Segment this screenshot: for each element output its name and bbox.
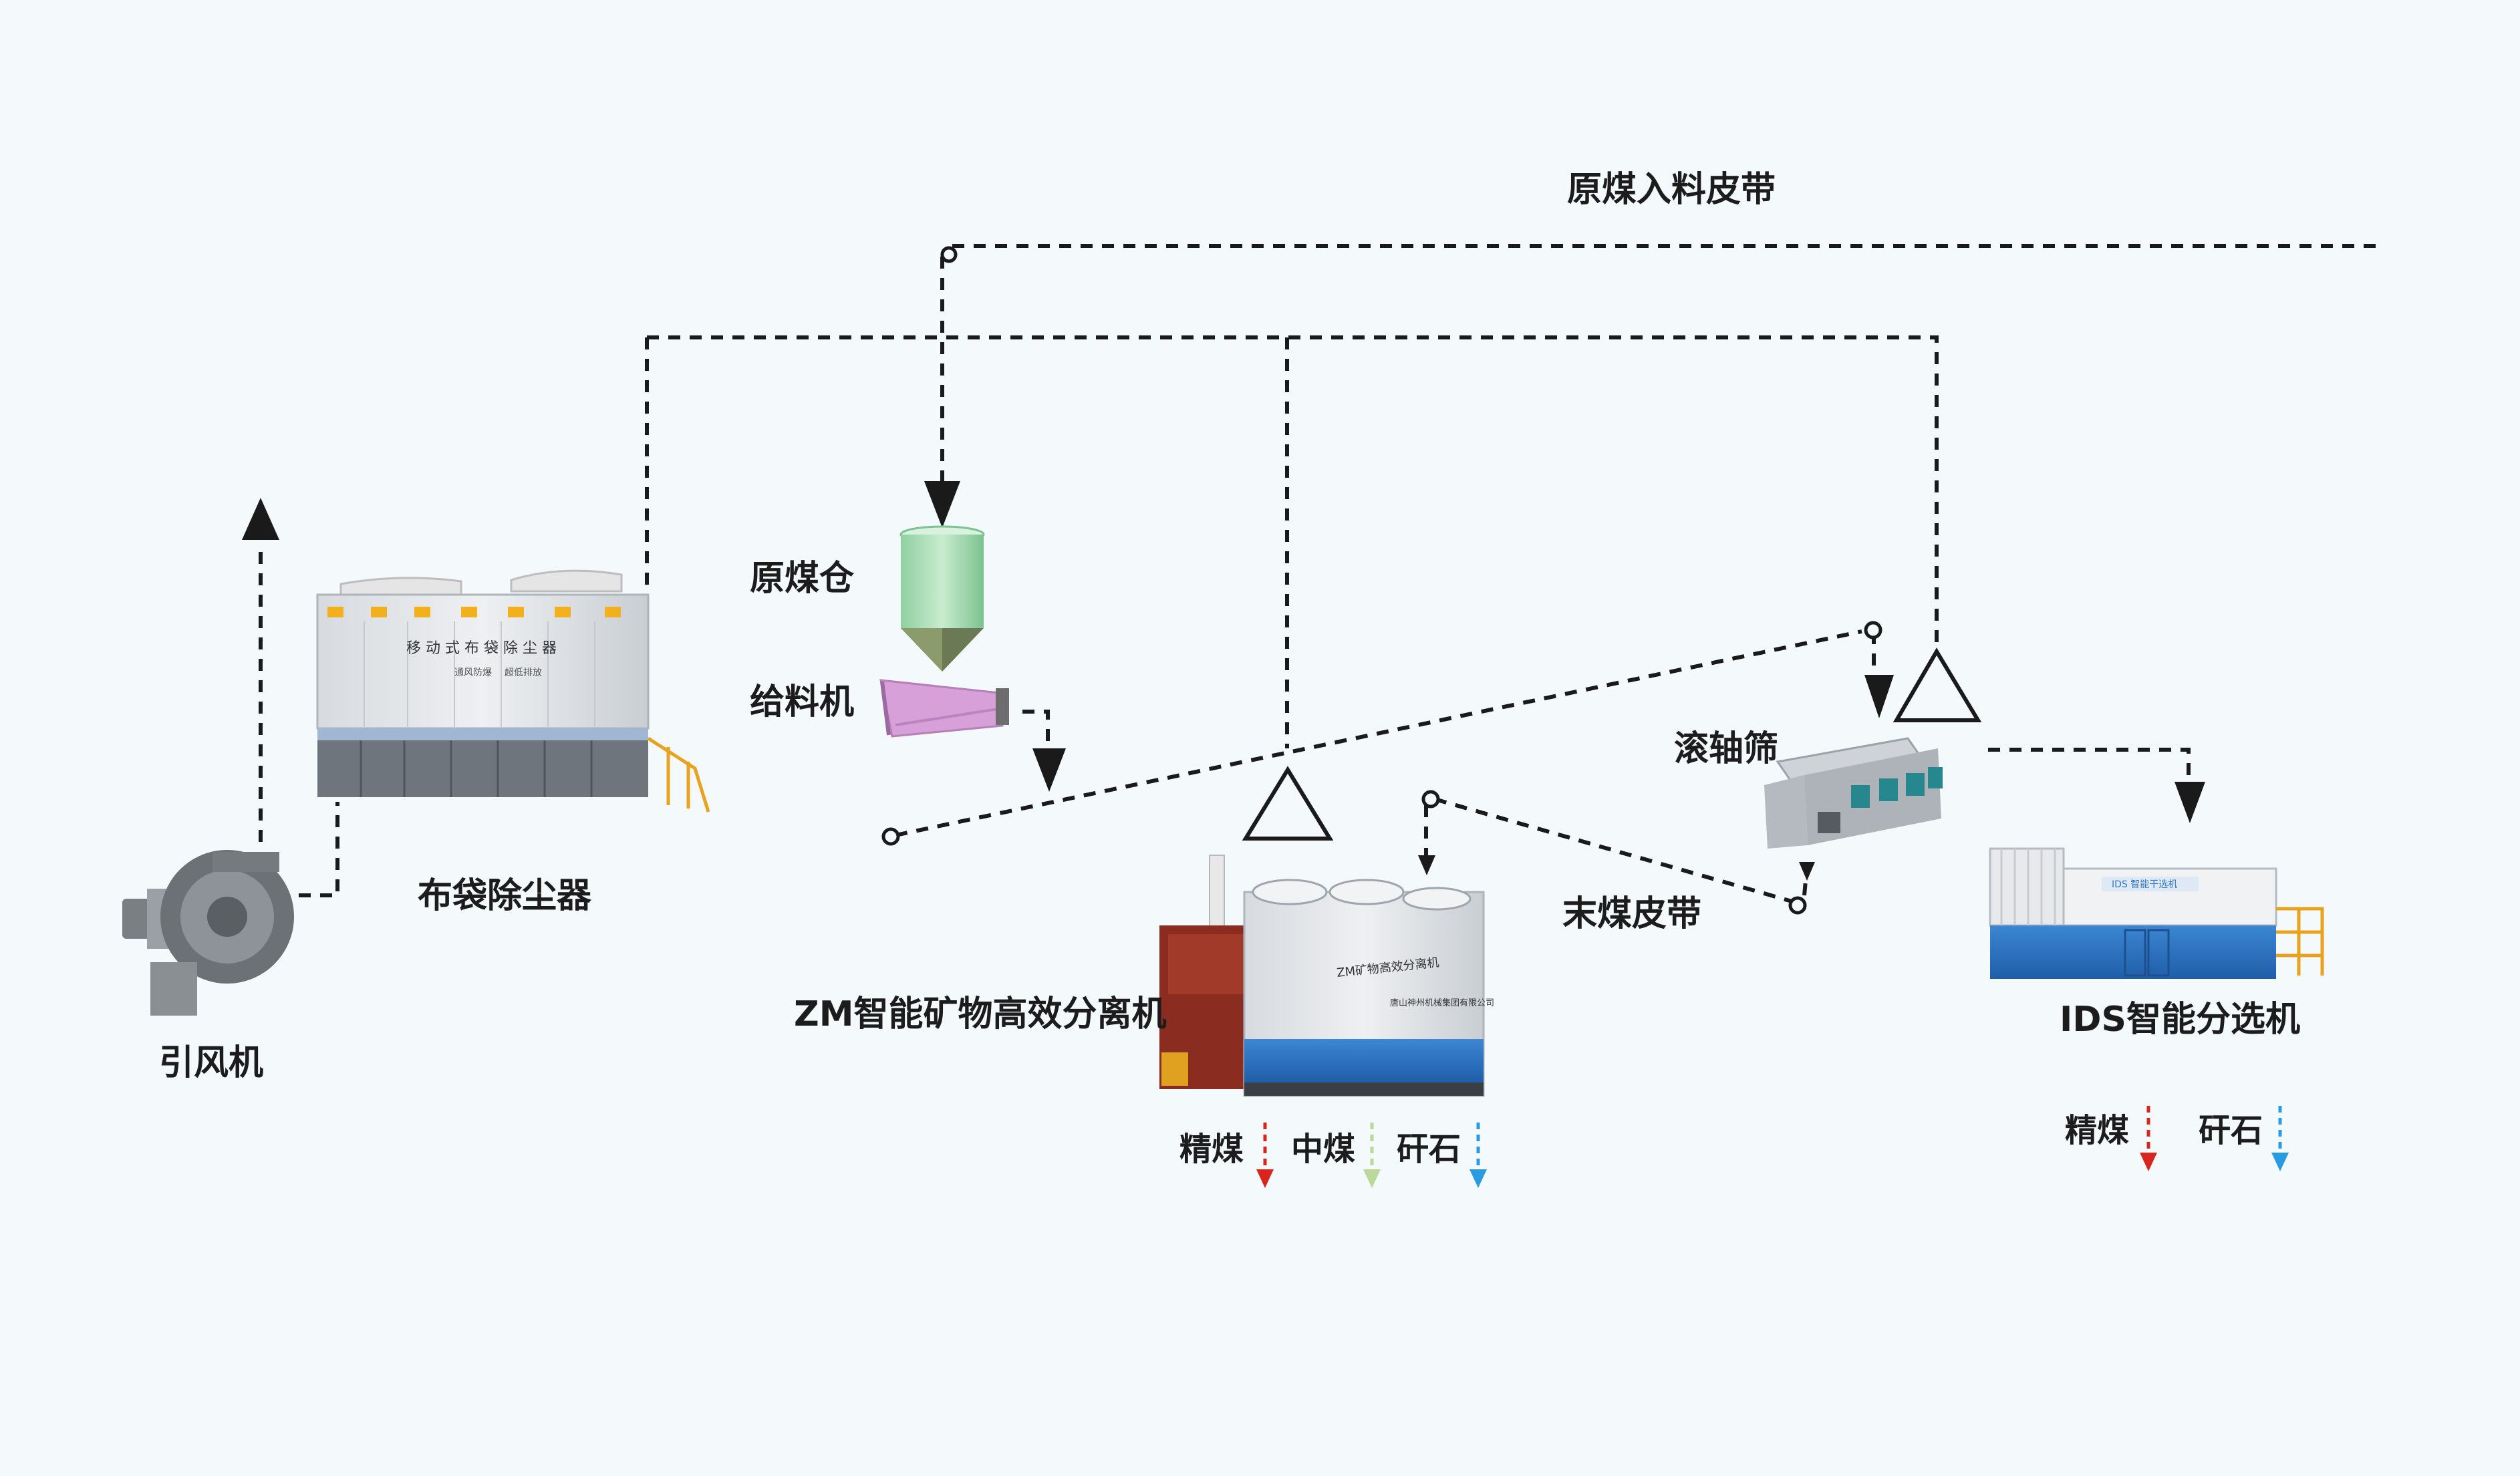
dust-duct-top bbox=[647, 335, 1939, 648]
arrow-down-icon bbox=[1418, 855, 1435, 875]
feeder-discharge-line bbox=[1022, 710, 1050, 752]
induced-fan-illustration bbox=[122, 850, 294, 1016]
belt-pulley-icon bbox=[1788, 896, 1807, 915]
dust-hood-icon bbox=[1893, 647, 1982, 722]
belt-pulley-icon bbox=[940, 246, 958, 263]
ids-output-concentrate: 精煤 bbox=[2065, 1112, 2130, 1149]
zm-output-concentrate: 精煤 bbox=[1179, 1131, 1244, 1168]
dust-collector-panel-text: 移 动 式 布 袋 除 尘 器 bbox=[406, 640, 557, 657]
arrow-down-icon bbox=[1032, 748, 1066, 792]
zm-output-gangue: 矸石 bbox=[1397, 1131, 1461, 1168]
fine-coal-belt-label: 末煤皮带 bbox=[1562, 894, 1702, 934]
raw-coal-bin-illustration bbox=[899, 525, 985, 672]
ids-separator-illustration bbox=[1989, 847, 2324, 979]
induced-fan-label: 引风机 bbox=[159, 1043, 264, 1083]
dust-collector-slogan: 超低排放 bbox=[505, 668, 542, 678]
arrow-down-icon bbox=[1864, 675, 1894, 718]
roller-screen-label: 滚轴筛 bbox=[1674, 729, 1779, 769]
arrow-up-icon bbox=[242, 498, 279, 540]
ids-separator-label: IDS智能分选机 bbox=[2060, 1000, 2300, 1040]
dust-collector-slogan: 通风防爆 bbox=[454, 668, 492, 678]
zm-output-middling: 中煤 bbox=[1291, 1131, 1356, 1168]
arrow-down-icon bbox=[924, 481, 960, 528]
ids-banner-text: IDS 智能干选机 bbox=[2112, 879, 2178, 890]
ids-output-gangue: 矸石 bbox=[2199, 1112, 2263, 1149]
zm-company-text: 唐山神州机械集团有限公司 bbox=[1390, 998, 1495, 1008]
raw-coal-belt-label: 原煤入料皮带 bbox=[1567, 170, 1776, 210]
fine-coal-belt-line bbox=[1434, 797, 1795, 904]
belt-pulley-icon bbox=[881, 827, 900, 846]
feeder-label: 给料机 bbox=[750, 682, 855, 722]
belt-pulley-icon bbox=[1864, 621, 1882, 639]
bag-dust-collector-illustration bbox=[316, 569, 710, 813]
dust-hood-icon bbox=[1242, 766, 1334, 841]
zm-separator-illustration bbox=[1159, 855, 1485, 1097]
feeder-illustration bbox=[879, 679, 1009, 738]
arrow-down-icon bbox=[2175, 782, 2205, 823]
screen-to-ids-line bbox=[1988, 748, 2191, 788]
inclined-belt-line bbox=[895, 629, 1862, 837]
roller-screen-illustration bbox=[1764, 737, 1943, 849]
raw-coal-bin-label: 原煤仓 bbox=[750, 559, 855, 599]
fan-to-collector-line bbox=[277, 802, 339, 897]
bag-dust-collector-label: 布袋除尘器 bbox=[418, 876, 592, 916]
zm-separator-label: ZM智能矿物高效分离机 bbox=[794, 994, 1167, 1034]
belt-pulley-icon bbox=[1421, 790, 1440, 808]
arrow-down-icon bbox=[1799, 862, 1815, 881]
